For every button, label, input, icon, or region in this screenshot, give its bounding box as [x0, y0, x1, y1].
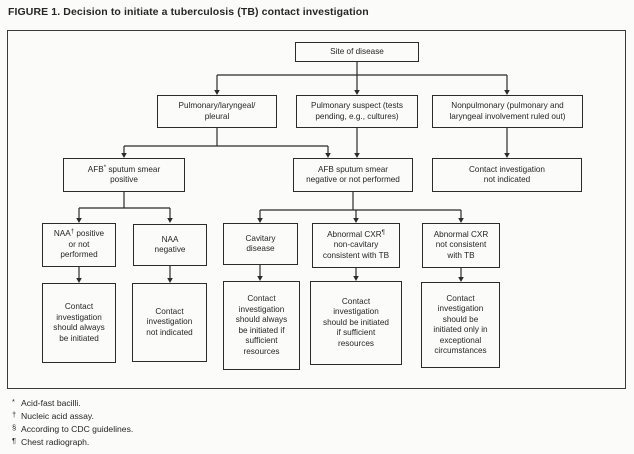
node-label: Nonpulmonary (pulmonary and laryngeal in… [449, 101, 566, 121]
node-abnormal-cxr-not-consistent: Abnormal CXR not consistent with TB [422, 223, 500, 268]
footnote-nucleic-acid-assay: † Nucleic acid assay. [12, 409, 133, 422]
node-outcome-always-if-sufficient-resources: Contact investigation should always be i… [223, 281, 300, 370]
footnote-symbol: † [12, 410, 17, 419]
node-label: Pulmonary/laryngeal/ pleural [178, 101, 256, 121]
node-abnormal-cxr-noncavitary: Abnormal CXR¶ non-cavitary consistent wi… [312, 223, 400, 268]
node-label: Contact investigation should be initiate… [433, 293, 488, 356]
node-label: Abnormal CXR¶ non-cavitary consistent wi… [322, 229, 390, 260]
footnote-text: Chest radiograph. [21, 437, 90, 447]
footnote-symbol: § [12, 423, 17, 432]
node-outcome-should-always-be-initiated: Contact investigation should always be i… [42, 283, 116, 363]
node-afb-smear-positive: AFB* sputum smear positive [63, 158, 185, 192]
footnote-text: Nucleic acid assay. [21, 411, 94, 421]
node-contact-investigation-not-indicated: Contact investigation not indicated [432, 158, 582, 192]
footnote-text: Acid-fast bacilli. [21, 398, 81, 408]
footnote-acid-fast-bacilli: * Acid-fast bacilli. [12, 396, 133, 409]
node-label: Site of disease [330, 46, 384, 56]
node-label: NAA† positive or not performed [53, 229, 105, 260]
footnote-chest-radiograph: ¶ Chest radiograph. [12, 435, 133, 448]
figure-title: FIGURE 1. Decision to initiate a tubercu… [8, 6, 369, 18]
node-nonpulmonary: Nonpulmonary (pulmonary and laryngeal in… [432, 95, 583, 128]
node-label: NAA negative [154, 234, 186, 255]
footnotes: * Acid-fast bacilli. † Nucleic acid assay.… [12, 396, 133, 448]
footnote-symbol: ¶ [12, 436, 17, 445]
node-naa-positive-or-not-performed: NAA† positive or not performed [42, 223, 116, 267]
node-cavitary-disease: Cavitary disease [223, 223, 298, 265]
node-label: Contact investigation should be initiate… [322, 296, 389, 348]
node-pulmonary-laryngeal-pleural: Pulmonary/laryngeal/ pleural [157, 95, 277, 128]
node-label: Contact investigation should always be i… [53, 302, 105, 343]
node-naa-negative: NAA negative [133, 224, 207, 266]
node-pulmonary-suspect: Pulmonary suspect (tests pending, e.g., … [296, 95, 418, 128]
footnote-text: According to CDC guidelines. [21, 424, 134, 434]
node-site-of-disease: Site of disease [295, 42, 419, 62]
node-label: Cavitary disease [245, 233, 276, 254]
footnote-marker-dagger: † [70, 229, 75, 236]
footnote-marker-pilcrow: ¶ [381, 229, 385, 236]
node-label: Contact investigation not indicated [146, 306, 193, 337]
node-label: AFB* sputum smear positive [87, 164, 161, 185]
node-afb-smear-negative: AFB sputum smear negative or not perform… [293, 158, 413, 192]
node-outcome-exceptional-circumstances: Contact investigation should be initiate… [421, 282, 500, 368]
node-outcome-initiated-if-sufficient-resources: Contact investigation should be initiate… [310, 281, 402, 365]
node-label: Pulmonary suspect (tests pending, e.g., … [311, 101, 403, 121]
footnote-cdc-guidelines: § According to CDC guidelines. [12, 422, 133, 435]
footnote-symbol: * [12, 397, 15, 406]
node-label: Abnormal CXR not consistent with TB [433, 229, 489, 260]
node-outcome-not-indicated: Contact investigation not indicated [132, 283, 207, 362]
node-label: Contact investigation not indicated [468, 164, 545, 185]
node-label: Contact investigation should always be i… [235, 294, 288, 356]
node-label: AFB sputum smear negative or not perform… [306, 164, 400, 185]
